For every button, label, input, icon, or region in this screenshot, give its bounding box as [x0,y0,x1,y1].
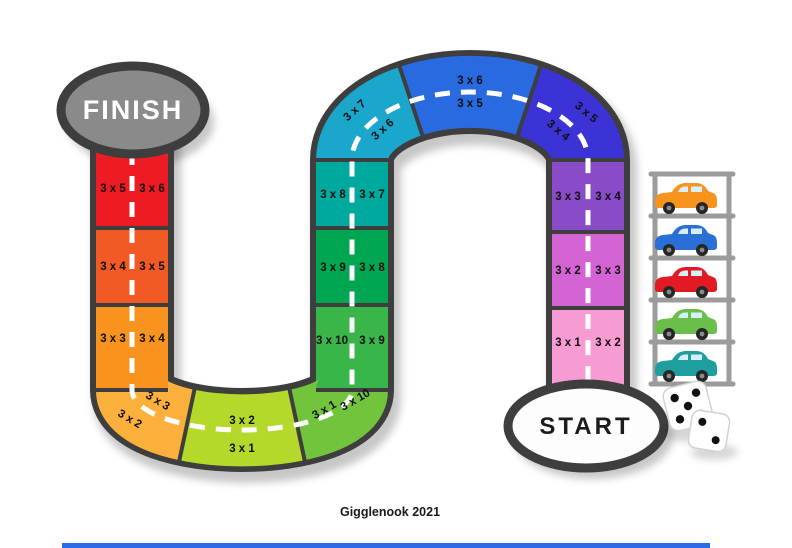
cell-label: 3 x 9 [320,262,346,274]
finish-oval [56,61,210,159]
cell-label: 3 x 2 [555,265,581,277]
orange-car [655,183,717,214]
car-window [691,270,702,276]
cell-label: 3 x 5 [100,183,126,195]
cell-label: 3 x 9 [359,335,385,347]
car-window [678,186,688,192]
cell-label: 3 x 5 [139,261,165,273]
cell-label: 3 x 8 [320,189,346,201]
cell-label: 3 x 8 [359,262,385,274]
finish-label: FINISH [83,95,184,125]
car-window [678,354,688,360]
car-window [678,312,688,318]
car-window [678,228,688,234]
cell-label: 3 x 10 [316,335,348,347]
cell-label: 3 x 5 [457,98,483,110]
cell-label: 3 x 3 [595,265,621,277]
die-2 [687,409,731,453]
accent-bar [62,543,710,548]
player-cars [655,183,717,382]
cell-label: 3 x 3 [100,333,126,345]
cell-label: 3 x 6 [139,183,165,195]
cell-label: 3 x 3 [555,191,581,203]
cell-label: 3 x 7 [359,189,385,201]
car-window [691,312,702,318]
car-window [691,186,702,192]
cell-label: 3 x 6 [457,75,483,87]
cell-label: 3 x 1 [229,443,255,455]
teal-car [655,351,717,382]
cell-label: 3 x 2 [595,337,621,349]
cell-label: 3 x 1 [555,337,581,349]
cell-label: 3 x 2 [229,415,255,427]
finish-space: FINISH [56,61,210,159]
start-space: START [503,379,669,473]
car-window [678,270,688,276]
credit-text: Gigglenook 2021 [340,505,440,519]
start-oval [503,379,669,473]
blue-car [655,225,717,256]
red-car [655,267,717,298]
start-label: START [539,413,632,440]
green-car [655,309,717,340]
cell-label: 3 x 4 [100,261,126,273]
cell-label: 3 x 4 [595,191,621,203]
car-window [691,354,702,360]
car-window [691,228,702,234]
cell-label: 3 x 4 [139,333,165,345]
